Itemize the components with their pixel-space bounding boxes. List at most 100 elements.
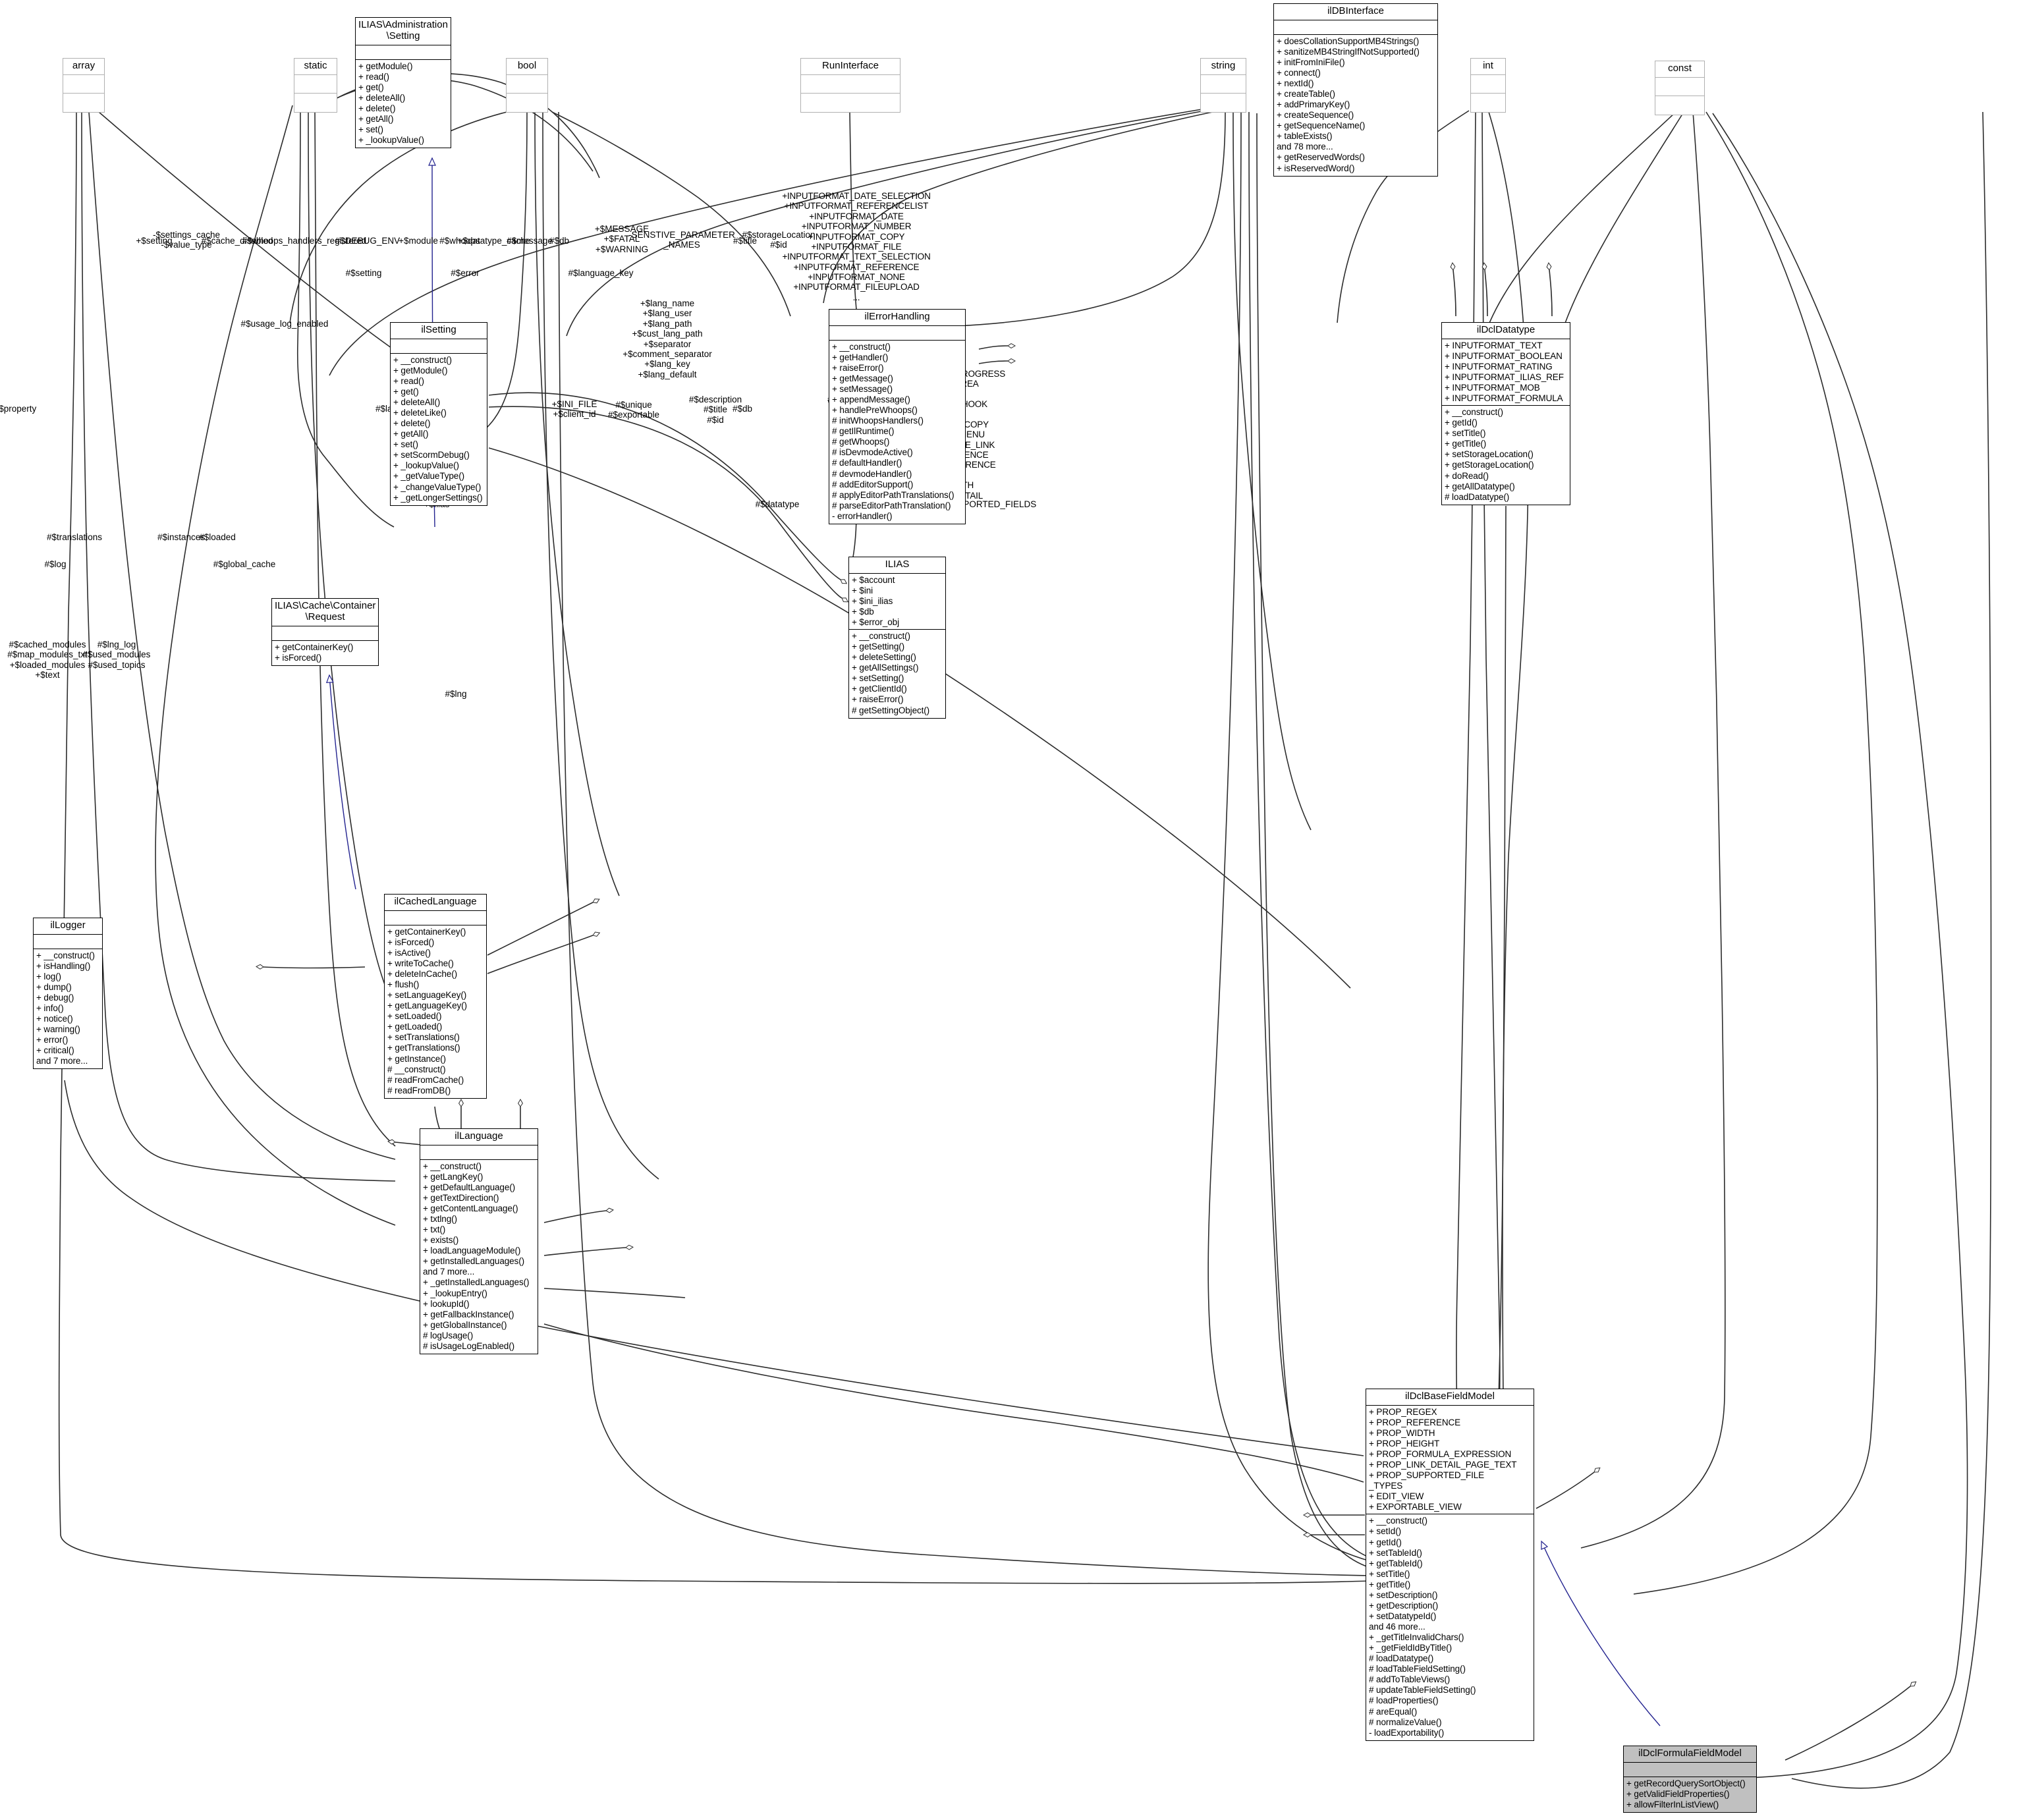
attribute: + $db — [852, 606, 874, 617]
operation: + setTableId() — [1369, 1547, 1422, 1558]
operation: + getRecordQuerySortObject() — [1626, 1778, 1746, 1788]
operation: + setId() — [1369, 1526, 1401, 1537]
edge-label-message-fatal-warning: +$MESSAGE +$FATAL +$WARNING — [594, 224, 650, 254]
attribute: + $error_obj — [852, 617, 899, 628]
class-box-il-cached-language[interactable]: ilCachedLanguage + getContainerKey() + i… — [384, 894, 487, 1099]
edge-label-usage-log-enabled: #$usage_log_enabled — [240, 319, 329, 329]
class-title: ILIAS\Administration \Setting — [356, 18, 451, 45]
attribute: + INPUTFORMAT_FORMULA — [1445, 393, 1563, 404]
operation: + raiseError() — [832, 362, 884, 373]
operation: + _getInstalledLanguages() — [423, 1277, 530, 1288]
operation: + read() — [358, 71, 389, 82]
class-box-string[interactable]: string — [1200, 58, 1246, 113]
operation: + initFromIniFile() — [1277, 57, 1345, 67]
edge-label-description-title-id: #$description #$title #$id — [688, 395, 742, 425]
class-box-il-error-handling[interactable]: ilErrorHandling + __construct() + getHan… — [829, 309, 966, 524]
operation: + getMessage() — [832, 373, 893, 383]
class-attributes — [294, 75, 337, 94]
attribute: + INPUTFORMAT_ILIAS_REF — [1445, 372, 1564, 382]
class-title: ILIAS — [849, 557, 945, 574]
class-box-administration-setting[interactable]: ILIAS\Administration \Setting + getModul… — [355, 17, 451, 149]
class-box-array[interactable]: array — [63, 58, 105, 113]
class-title: ilLanguage — [420, 1129, 538, 1145]
class-box-cache-container-request[interactable]: ILIAS\Cache\Container \Request + getCont… — [271, 598, 379, 666]
edge-label-translations: #$translations — [46, 532, 103, 542]
class-box-il-dcl-datatype[interactable]: ilDclDatatype + INPUTFORMAT_TEXT + INPUT… — [1441, 322, 1570, 505]
edge-label-message: #$message — [507, 236, 553, 246]
class-box-il-db-interface[interactable]: ilDBInterface + doesCollationSupportMB4S… — [1273, 3, 1438, 177]
operation: + setDescription() — [1369, 1589, 1438, 1600]
operation: # initWhoopsHandlers() — [832, 416, 924, 426]
class-operations: + getContainerKey() + isForced() + isAct… — [385, 925, 486, 1098]
edge-label-debug-env: #$DEBUG_ENV — [335, 236, 401, 246]
operation: + _lookupValue() — [358, 135, 424, 146]
operation: + _getTitleInvalidChars() — [1369, 1632, 1464, 1643]
operation: + txt() — [423, 1225, 446, 1235]
class-box-il-dcl-formula-field-model[interactable]: ilDclFormulaFieldModel + getRecordQueryS… — [1623, 1746, 1757, 1813]
class-box-bool[interactable]: bool — [506, 58, 548, 113]
operation: # getWhoops() — [832, 437, 890, 447]
class-box-const[interactable]: const — [1655, 61, 1705, 115]
edge-label-lang-name: +$lang_name +$lang_user +$lang_path +$cu… — [623, 298, 712, 379]
class-title: ilDclFormulaFieldModel — [1624, 1746, 1756, 1763]
class-title: ilDclDatatype — [1442, 323, 1570, 339]
operation: + info() — [36, 1003, 64, 1014]
operation: + txtlng() — [423, 1214, 457, 1225]
class-operations: + getRecordQuerySortObject() + getValidF… — [1624, 1777, 1756, 1812]
class-box-int[interactable]: int — [1470, 58, 1506, 113]
class-box-ilias[interactable]: ILIAS + $account + $ini + $ini_ilias + $… — [848, 557, 946, 719]
class-box-il-logger[interactable]: ilLogger + __construct() + isHandling() … — [33, 918, 103, 1070]
class-attributes — [1471, 75, 1505, 94]
operation: # loadProperties() — [1369, 1696, 1439, 1706]
operation: + _lookupEntry() — [423, 1288, 487, 1298]
class-attributes — [356, 45, 451, 60]
operation: # readFromDB() — [387, 1085, 451, 1095]
class-title: ilCachedLanguage — [385, 895, 486, 911]
class-operations — [1655, 96, 1704, 115]
attribute: + EDIT_VIEW — [1369, 1491, 1424, 1502]
attribute: + PROP_LINK_DETAIL_PAGE_TEXT — [1369, 1460, 1517, 1470]
attribute: _TYPES — [1369, 1481, 1403, 1491]
class-operations: + __construct() + getModule() + read() +… — [391, 354, 487, 505]
operation: + debug() — [36, 993, 74, 1003]
operation: + createTable() — [1277, 89, 1335, 99]
edge-label-module: +$module — [399, 236, 438, 246]
operation: # applyEditorPathTranslations() — [832, 489, 955, 500]
class-box-static[interactable]: static — [294, 58, 337, 113]
edge-label-title: #$title — [733, 236, 758, 246]
edge-label-storage-location-id: #$storageLocation #$id — [742, 230, 816, 250]
operation: + getLoaded() — [387, 1022, 443, 1032]
operation: + delete() — [358, 103, 396, 113]
class-box-il-dcl-base-field-model[interactable]: ilDclBaseFieldModel + PROP_REGEX + PROP_… — [1366, 1389, 1534, 1741]
class-box-il-setting[interactable]: ilSetting + __construct() + getModule() … — [390, 322, 487, 506]
edge-label-property: #$property — [0, 404, 37, 414]
operation: # addToTableViews() — [1369, 1674, 1451, 1685]
operation: + getTranslations() — [387, 1043, 460, 1053]
operation: + isForced() — [275, 652, 322, 663]
class-title: ilDclBaseFieldModel — [1366, 1389, 1534, 1406]
class-attributes: + INPUTFORMAT_TEXT + INPUTFORMAT_BOOLEAN… — [1442, 339, 1570, 406]
edge-label-setting2: #$setting — [345, 268, 382, 278]
class-attributes — [391, 339, 487, 354]
class-box-il-language[interactable]: ilLanguage + __construct() + getLangKey(… — [420, 1128, 538, 1354]
edge-label-datatype-cache: +$datatype_cache — [457, 236, 531, 246]
operation: + getContentLanguage() — [423, 1203, 518, 1214]
operation: + sanitizeMB4StringIfNotSupported() — [1277, 46, 1420, 57]
class-attributes — [420, 1145, 538, 1160]
operation: + getDefaultLanguage() — [423, 1182, 516, 1192]
operation: + handlePreWhoops() — [832, 405, 918, 416]
operation: + isReservedWord() — [1277, 163, 1355, 173]
class-title: ilSetting — [391, 323, 487, 339]
operation: + getAll() — [358, 113, 394, 124]
class-attributes — [385, 911, 486, 925]
operation: + getTextDirection() — [423, 1192, 499, 1203]
operation: + tableExists() — [1277, 131, 1333, 142]
attribute: + INPUTFORMAT_MOB — [1445, 383, 1540, 393]
operation: + __construct() — [393, 354, 452, 365]
operation: + getInstalledLanguages() — [423, 1256, 524, 1267]
class-box-run-interface[interactable]: RunInterface — [800, 58, 900, 113]
class-title: bool — [507, 59, 547, 75]
operation: + warning() — [36, 1024, 80, 1035]
operation: + getReservedWords() — [1277, 152, 1365, 163]
class-attributes — [1624, 1763, 1756, 1777]
